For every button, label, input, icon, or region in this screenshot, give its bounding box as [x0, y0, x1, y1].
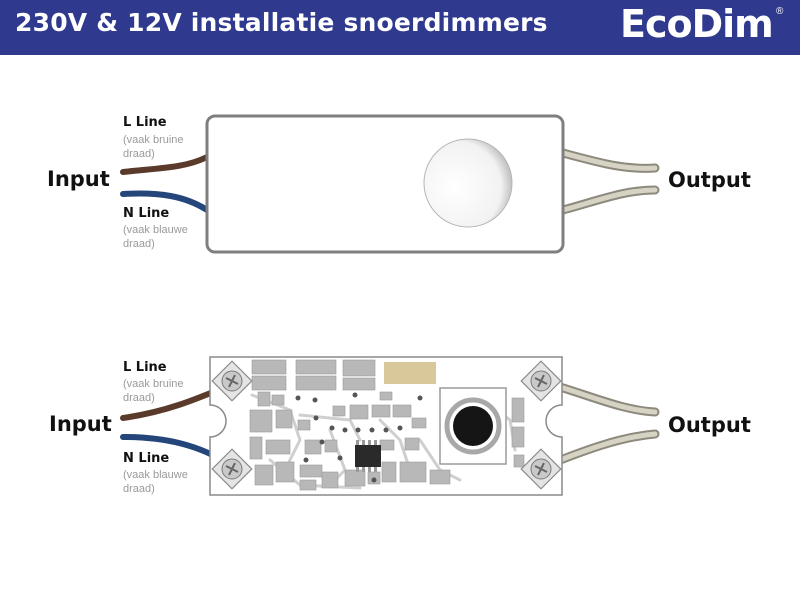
top-n-line-note: (vaak blauwe draad)	[123, 224, 188, 250]
top-input-label: Input	[47, 167, 110, 191]
bottom-pcb-dimmer	[120, 356, 660, 496]
top-blue-wire	[120, 190, 210, 213]
ecodim-logo: EcoDim	[620, 2, 774, 46]
top-l-line-label: L Line	[123, 115, 167, 130]
top-n-line-label: N Line	[123, 206, 170, 221]
top-dimmer-knob	[423, 138, 513, 228]
bottom-l-line-label: L Line	[123, 360, 167, 375]
pcb-copper-pad	[384, 362, 436, 384]
top-output-wire-1-core	[560, 150, 658, 171]
pcb-ic-chip	[355, 440, 381, 472]
bottom-l-line-note: (vaak bruine draad)	[123, 378, 184, 404]
registered-mark: ®	[776, 6, 784, 17]
bottom-output-label: Output	[668, 413, 751, 437]
bottom-n-line-note: (vaak blauwe draad)	[123, 469, 188, 495]
page-title: 230V & 12V installatie snoerdimmers	[15, 8, 548, 37]
top-output-wire-2-core	[560, 187, 658, 213]
top-brown-wire	[120, 154, 210, 175]
bottom-n-line-label: N Line	[123, 451, 170, 466]
pcb-push-button	[439, 387, 507, 465]
header-bar: 230V & 12V installatie snoerdimmers EcoD…	[0, 0, 800, 55]
top-output-label: Output	[668, 168, 751, 192]
top-l-line-note: (vaak bruine draad)	[123, 134, 184, 160]
top-dimmer	[120, 114, 660, 254]
pcb-components	[249, 359, 525, 491]
pcb-vias	[295, 392, 423, 483]
pcb-screw-terminals	[211, 360, 562, 490]
bottom-input-label: Input	[49, 412, 112, 436]
